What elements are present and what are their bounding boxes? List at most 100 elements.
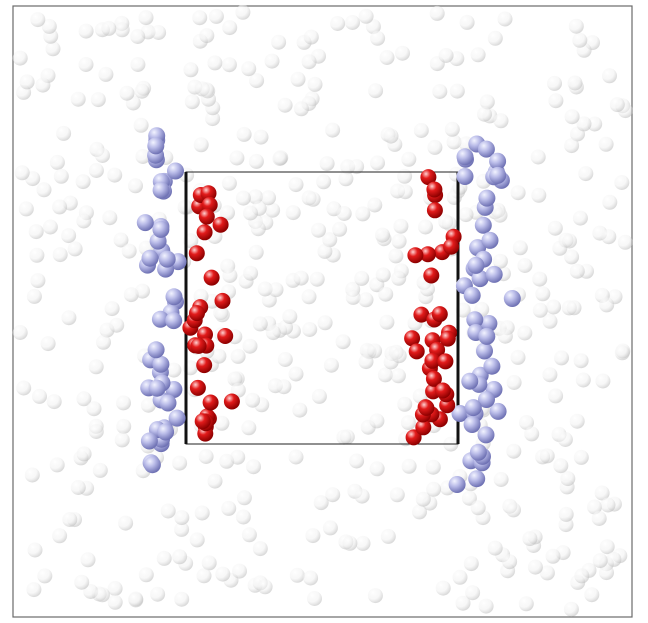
- solvent-particle: [342, 535, 358, 551]
- solvent-particle: [584, 587, 600, 603]
- solvent-particle: [375, 227, 390, 243]
- solvent-particle: [377, 367, 393, 383]
- solvent-particle: [88, 424, 104, 439]
- solvent-particle: [358, 354, 374, 370]
- solvent-particle: [338, 171, 354, 187]
- solvent-particle: [558, 506, 574, 522]
- solvent-particle: [221, 57, 237, 73]
- solvent-particle: [553, 458, 569, 474]
- cation-particle: [489, 152, 507, 170]
- solvent-particle: [388, 248, 404, 264]
- cation-particle: [152, 181, 170, 199]
- anion-particle: [407, 247, 424, 264]
- solvent-particle: [45, 41, 61, 57]
- solvent-particle: [232, 563, 247, 579]
- solvent-particle: [305, 528, 321, 544]
- solvent-particle: [14, 165, 30, 181]
- solvent-particle: [67, 241, 83, 257]
- solvent-particle: [426, 481, 442, 497]
- anion-particle: [203, 269, 220, 286]
- solvent-particle: [253, 129, 269, 145]
- solvent-particle: [207, 55, 223, 71]
- solvent-particle: [116, 395, 131, 411]
- solvent-particle: [200, 83, 216, 99]
- solvent-particle: [367, 588, 383, 604]
- solvent-particle: [397, 396, 413, 412]
- solvent-particle: [599, 297, 615, 313]
- anion-particle: [190, 337, 207, 354]
- solvent-particle: [236, 126, 252, 142]
- solvent-particle: [493, 113, 509, 129]
- solvent-particle: [435, 580, 451, 596]
- solvent-particle: [432, 84, 448, 99]
- solvent-particle: [470, 500, 486, 516]
- cation-particle: [489, 166, 507, 184]
- solvent-particle: [289, 567, 305, 583]
- solvent-particle: [378, 286, 394, 302]
- solvent-particle: [527, 559, 543, 575]
- solvent-particle: [130, 57, 146, 72]
- solvent-particle: [510, 185, 526, 201]
- solvent-particle: [236, 490, 252, 506]
- solvent-particle: [339, 429, 355, 445]
- solvent-particle: [591, 511, 607, 526]
- solvent-particle: [599, 565, 614, 581]
- cation-particle: [477, 140, 495, 158]
- solvent-particle: [368, 83, 384, 99]
- solvent-particle: [367, 197, 383, 213]
- solvent-particle: [389, 487, 405, 503]
- anion-particle: [437, 353, 454, 370]
- solvent-particle: [438, 48, 454, 63]
- anion-particle: [413, 306, 430, 323]
- solvent-particle: [272, 151, 288, 166]
- solvent-particle: [506, 375, 522, 390]
- solvent-particle: [24, 467, 40, 483]
- solvent-particle: [358, 8, 374, 24]
- solvent-particle: [140, 397, 156, 413]
- solvent-particle: [27, 542, 43, 558]
- solvent-particle: [548, 93, 564, 109]
- solvent-particle: [379, 50, 395, 65]
- solvent-particle: [12, 325, 28, 340]
- solvent-particle: [325, 487, 341, 503]
- solvent-particle: [230, 449, 246, 465]
- solvent-particle: [174, 510, 190, 526]
- solvent-particle: [101, 20, 117, 36]
- solvent-particle: [512, 240, 528, 256]
- solvent-particle: [524, 426, 540, 442]
- solvent-particle: [243, 205, 258, 221]
- anion-particle: [424, 352, 441, 369]
- anion-particle: [425, 370, 442, 387]
- solvent-particle: [578, 166, 594, 182]
- solvent-particle: [545, 548, 561, 564]
- solvent-particle: [429, 5, 445, 21]
- solvent-particle: [401, 458, 417, 474]
- solvent-particle: [506, 502, 521, 518]
- solvent-particle: [174, 591, 190, 607]
- solvent-particle: [221, 175, 237, 191]
- solvent-particle: [465, 585, 481, 601]
- anion-particle: [198, 208, 215, 225]
- cation-particle: [152, 355, 170, 373]
- solvent-particle: [305, 191, 321, 207]
- cation-particle: [464, 399, 482, 417]
- solvent-particle: [307, 591, 322, 606]
- anion-particle: [223, 393, 240, 410]
- solvent-particle: [358, 292, 374, 308]
- solvent-particle: [235, 190, 251, 206]
- anion-particle: [214, 292, 231, 309]
- solvent-particle: [184, 94, 200, 110]
- anion-particle: [423, 267, 440, 284]
- solvent-particle: [192, 10, 208, 26]
- solvent-particle: [532, 271, 548, 287]
- solvent-particle: [369, 461, 385, 477]
- solvent-particle: [119, 85, 135, 101]
- solvent-particle: [277, 97, 293, 113]
- solvent-particle: [183, 62, 199, 78]
- cation-particle: [469, 443, 487, 461]
- solvent-particle: [459, 14, 475, 30]
- solvent-particle: [602, 194, 618, 210]
- solvent-particle: [235, 509, 251, 525]
- solvent-particle: [52, 528, 68, 544]
- solvent-particle: [211, 348, 227, 364]
